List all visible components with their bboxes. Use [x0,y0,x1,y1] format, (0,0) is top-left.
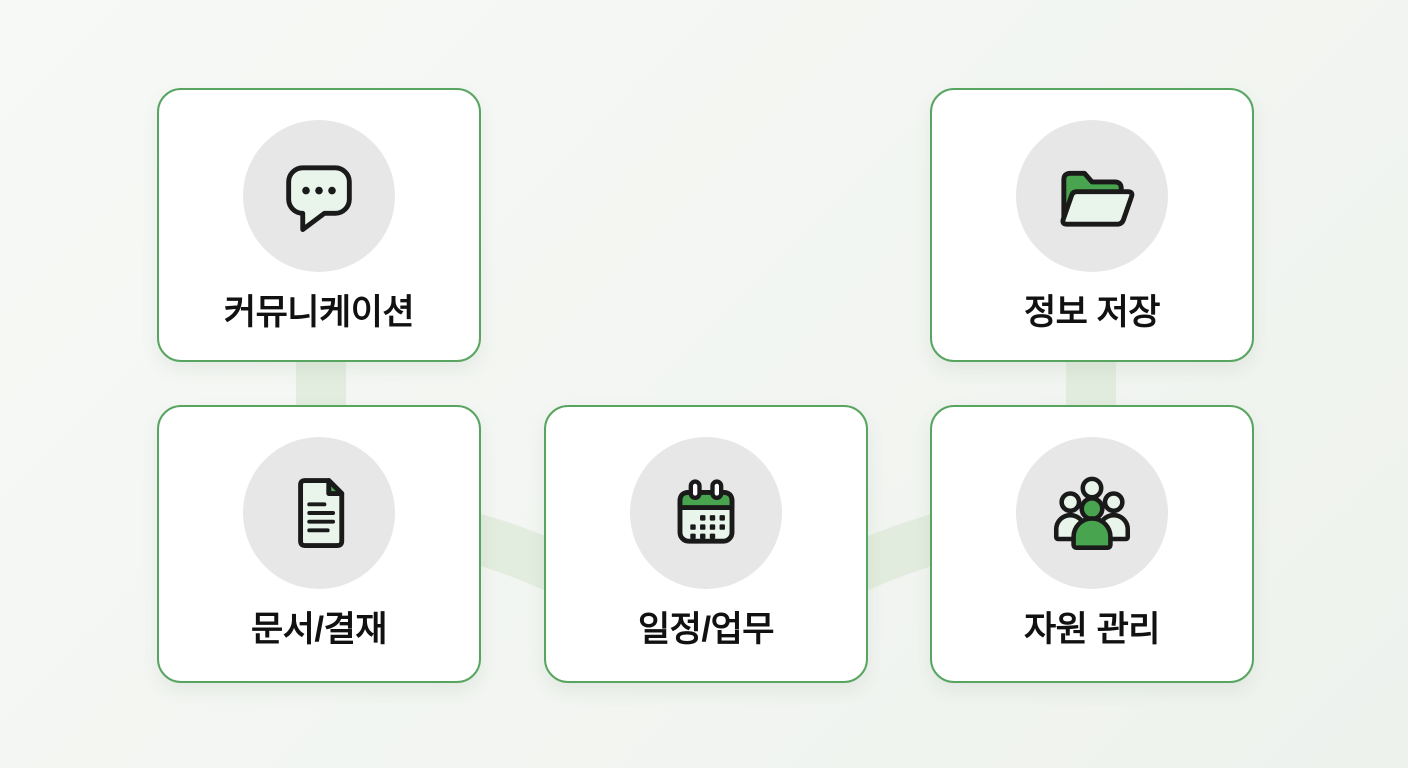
calendar-icon [677,479,735,544]
card-document-approval: 문서/결재 [157,405,481,683]
open-folder-icon [1060,170,1135,227]
card-label-communication: 커뮤니케이션 [223,293,415,332]
card-label-resource-management: 자원 관리 [1023,610,1161,649]
card-label-schedule-tasks: 일정/업무 [637,610,775,649]
card-label-info-storage: 정보 저장 [1023,293,1161,332]
card-resource-management: 자원 관리 [930,405,1254,683]
document-icon [298,478,345,548]
card-label-document-approval: 문서/결재 [250,610,388,649]
icon-circle [1016,120,1168,272]
icon-circle [630,437,782,589]
card-schedule-tasks: 일정/업무 [544,405,868,683]
chat-bubble-icon [286,165,352,233]
icon-circle [243,120,395,272]
icon-circle [1016,437,1168,589]
icon-circle [243,437,395,589]
card-communication: 커뮤니케이션 [157,88,481,362]
people-group-icon [1053,476,1131,550]
card-info-storage: 정보 저장 [930,88,1254,362]
